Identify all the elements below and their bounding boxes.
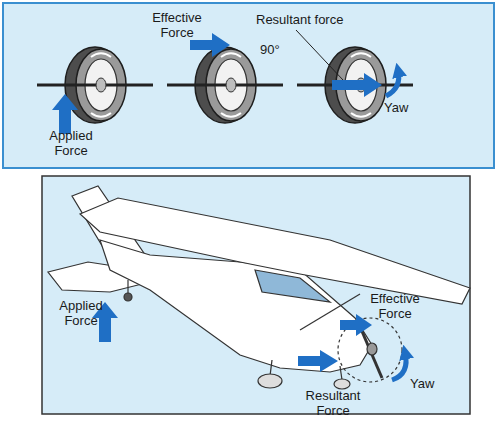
yaw-label: Yaw: [384, 100, 424, 115]
force-label: Effective Force: [146, 10, 208, 40]
gyro-wheel: [37, 47, 153, 123]
force-label: Effective Force: [362, 291, 428, 321]
force-label: Resultant force: [256, 12, 386, 27]
force-label: Applied Force: [50, 298, 112, 328]
gyro-wheel: [167, 47, 283, 123]
force-arrow: [340, 314, 372, 336]
force-arrow: [332, 73, 382, 97]
force-label: Resultant Force: [298, 388, 368, 418]
force-label: Applied Force: [40, 128, 102, 158]
yaw-arrow: [386, 70, 399, 96]
airplane: [48, 186, 470, 389]
yaw-label: Yaw: [410, 376, 450, 391]
force-arrow: [298, 350, 338, 372]
panel-frame: [42, 176, 470, 414]
leader-line: [296, 30, 343, 80]
angle-label: 90°: [260, 42, 300, 57]
force-arrow: [190, 33, 230, 57]
panel-frame: [3, 3, 494, 168]
yaw-arrow: [392, 352, 406, 380]
